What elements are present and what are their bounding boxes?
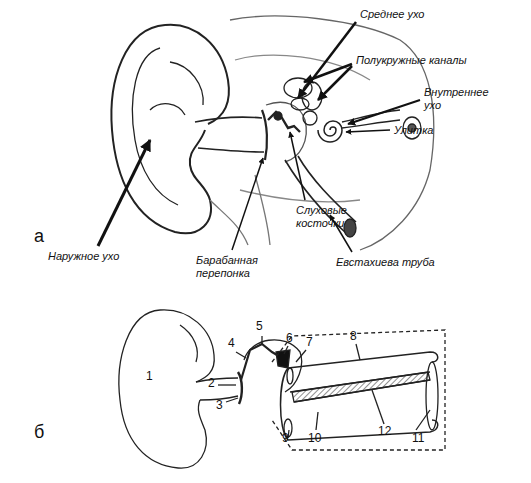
callout-number: 2 [208,377,215,391]
part-label: Улитка [394,124,433,137]
part-label: Евстахиева труба [336,256,435,269]
part-label: Наружное ухо [48,250,119,263]
panel-letter: а [34,226,44,247]
part-label: Внутреннее ухо [424,86,494,111]
part-label: Среднее ухо [360,8,424,21]
callout-number: 12 [378,425,391,439]
callout-number: 4 [228,337,235,351]
callout-number: 1 [146,370,153,384]
callout-number: 3 [216,399,223,413]
callout-number: 7 [306,336,313,350]
part-label: Слуховые косточки [296,204,366,229]
callout-number: 11 [412,432,424,446]
ear-schematic [119,310,445,468]
callout-number: 10 [308,432,321,446]
part-label: Полукружные каналы [356,54,467,67]
callout-number: 6 [286,332,293,346]
callout-number: 5 [256,320,263,334]
callout-number: 8 [350,330,357,344]
ear-anatomy [111,16,433,250]
callout-number: 9 [282,432,289,446]
panel-letter: б [34,422,44,443]
part-label: Барабанная перепонка [196,254,276,279]
